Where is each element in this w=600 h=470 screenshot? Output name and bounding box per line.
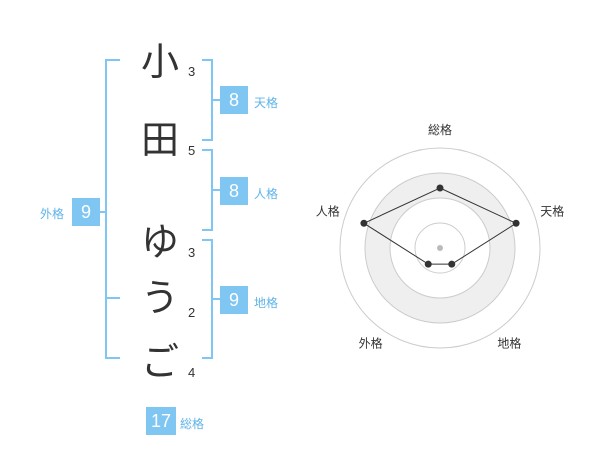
radar-ring-1 (414, 222, 466, 274)
radar-point-3 (424, 260, 432, 268)
name-char-1: 小 (140, 40, 179, 84)
jinkaku-label: 人格 (254, 187, 279, 201)
stroke-count-4: 2 (188, 305, 196, 320)
radar-ring-4 (339, 147, 541, 349)
radar-axis-label-1: 天格 (540, 204, 564, 219)
soukaku-label: 総格 (180, 417, 205, 431)
radar-axis-label-2: 地格 (497, 335, 521, 350)
stroke-count-1: 3 (188, 64, 196, 79)
gaikaku-label: 外格 (40, 207, 65, 221)
name-char-3: ゆ (140, 220, 179, 264)
jinkaku-value-box: 8 (220, 177, 248, 205)
gaikaku-bracket (105, 59, 120, 359)
tenkaku-value-box: 8 (220, 86, 248, 114)
name-char-2: 田 (140, 118, 179, 162)
radar-point-4 (360, 219, 368, 227)
gaikaku-value: 9 (80, 202, 91, 222)
chikaku-value: 9 (228, 290, 239, 310)
name-char-5: ご (140, 340, 179, 384)
name-char-4: う (140, 276, 179, 320)
radar-point-1 (512, 219, 520, 227)
gaikaku-value-box: 9 (72, 198, 100, 226)
chikaku-label: 地格 (254, 296, 279, 310)
radar-polygon (362, 187, 518, 265)
tenkaku-value: 8 (228, 90, 239, 110)
radar-point-0 (436, 184, 444, 192)
stroke-count-3: 3 (188, 245, 196, 260)
radar-axis-label-3: 外格 (359, 335, 383, 350)
radar-axis-label-0: 総格 (428, 122, 452, 137)
soukaku-value-box: 17 (146, 407, 176, 435)
radar-point-2 (448, 260, 456, 268)
tenkaku-label: 天格 (254, 96, 279, 110)
radar-points (360, 184, 520, 268)
radar-center-dot (437, 245, 443, 251)
soukaku-value: 17 (150, 411, 172, 431)
radar-axis-label-4: 人格 (316, 204, 340, 219)
stroke-count-5: 4 (188, 365, 196, 380)
chikaku-value-box: 9 (220, 286, 248, 314)
jinkaku-value: 8 (228, 181, 239, 201)
radar-ring-2 (389, 197, 491, 299)
radar-ring-3 (364, 172, 516, 324)
stroke-count-2: 5 (188, 143, 196, 158)
